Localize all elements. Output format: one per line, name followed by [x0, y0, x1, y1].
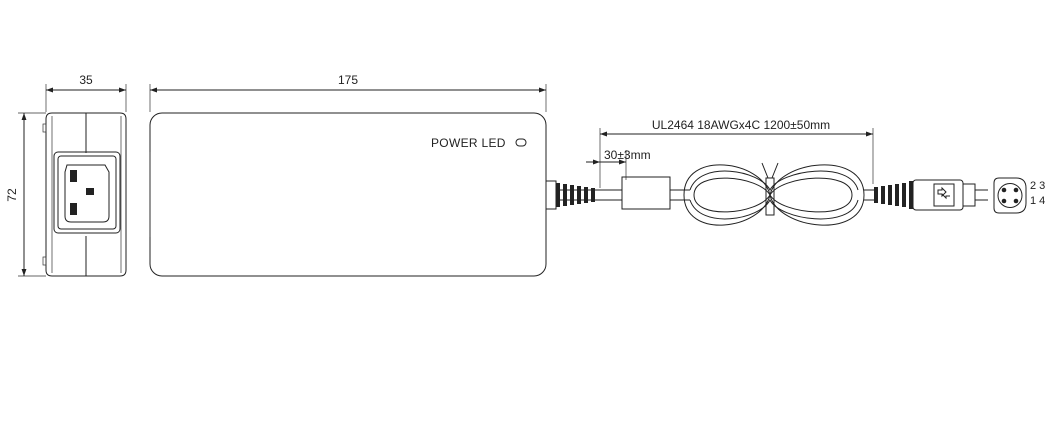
- inlet-pin-earth: [86, 188, 94, 195]
- output-connector: [912, 179, 988, 211]
- height-dimension-label: 72: [5, 188, 19, 202]
- main-body-view: 175 POWER LED: [149, 73, 547, 277]
- pin-3: [1013, 187, 1019, 193]
- pin-4: [1013, 198, 1019, 204]
- ferrite-core: [621, 176, 671, 210]
- side-view: 35 72: [5, 73, 127, 277]
- length-dimension-label: 175: [338, 73, 358, 87]
- cable-assembly: 30±3mm UL2464 18AWGx4C 1200±50mm: [545, 118, 988, 226]
- pin-2: [1001, 187, 1007, 193]
- connector-face: [993, 177, 1027, 214]
- power-led-label: POWER LED: [431, 136, 506, 150]
- inlet-pin-neutral: [70, 203, 77, 215]
- output-strain-relief: [874, 181, 913, 209]
- strain-relief-dimension-label: 30±3mm: [604, 148, 651, 162]
- width-dimension-label: 35: [79, 73, 93, 87]
- connector-face-view: 2 3 1 4: [993, 177, 1045, 214]
- ac-inlet-icon: [53, 151, 121, 234]
- power-led-indicator: [515, 138, 527, 147]
- inlet-pin-line: [70, 170, 77, 182]
- side-body: [45, 112, 127, 277]
- pin-labels-top: 2 3: [1030, 180, 1045, 192]
- pin-labels-bottom: 1 4: [1030, 195, 1045, 207]
- cable-length-label: UL2464 18AWGx4C 1200±50mm: [652, 118, 830, 132]
- strain-relief: [556, 183, 600, 207]
- coiled-cable: [683, 162, 865, 226]
- pin-1: [1001, 198, 1007, 204]
